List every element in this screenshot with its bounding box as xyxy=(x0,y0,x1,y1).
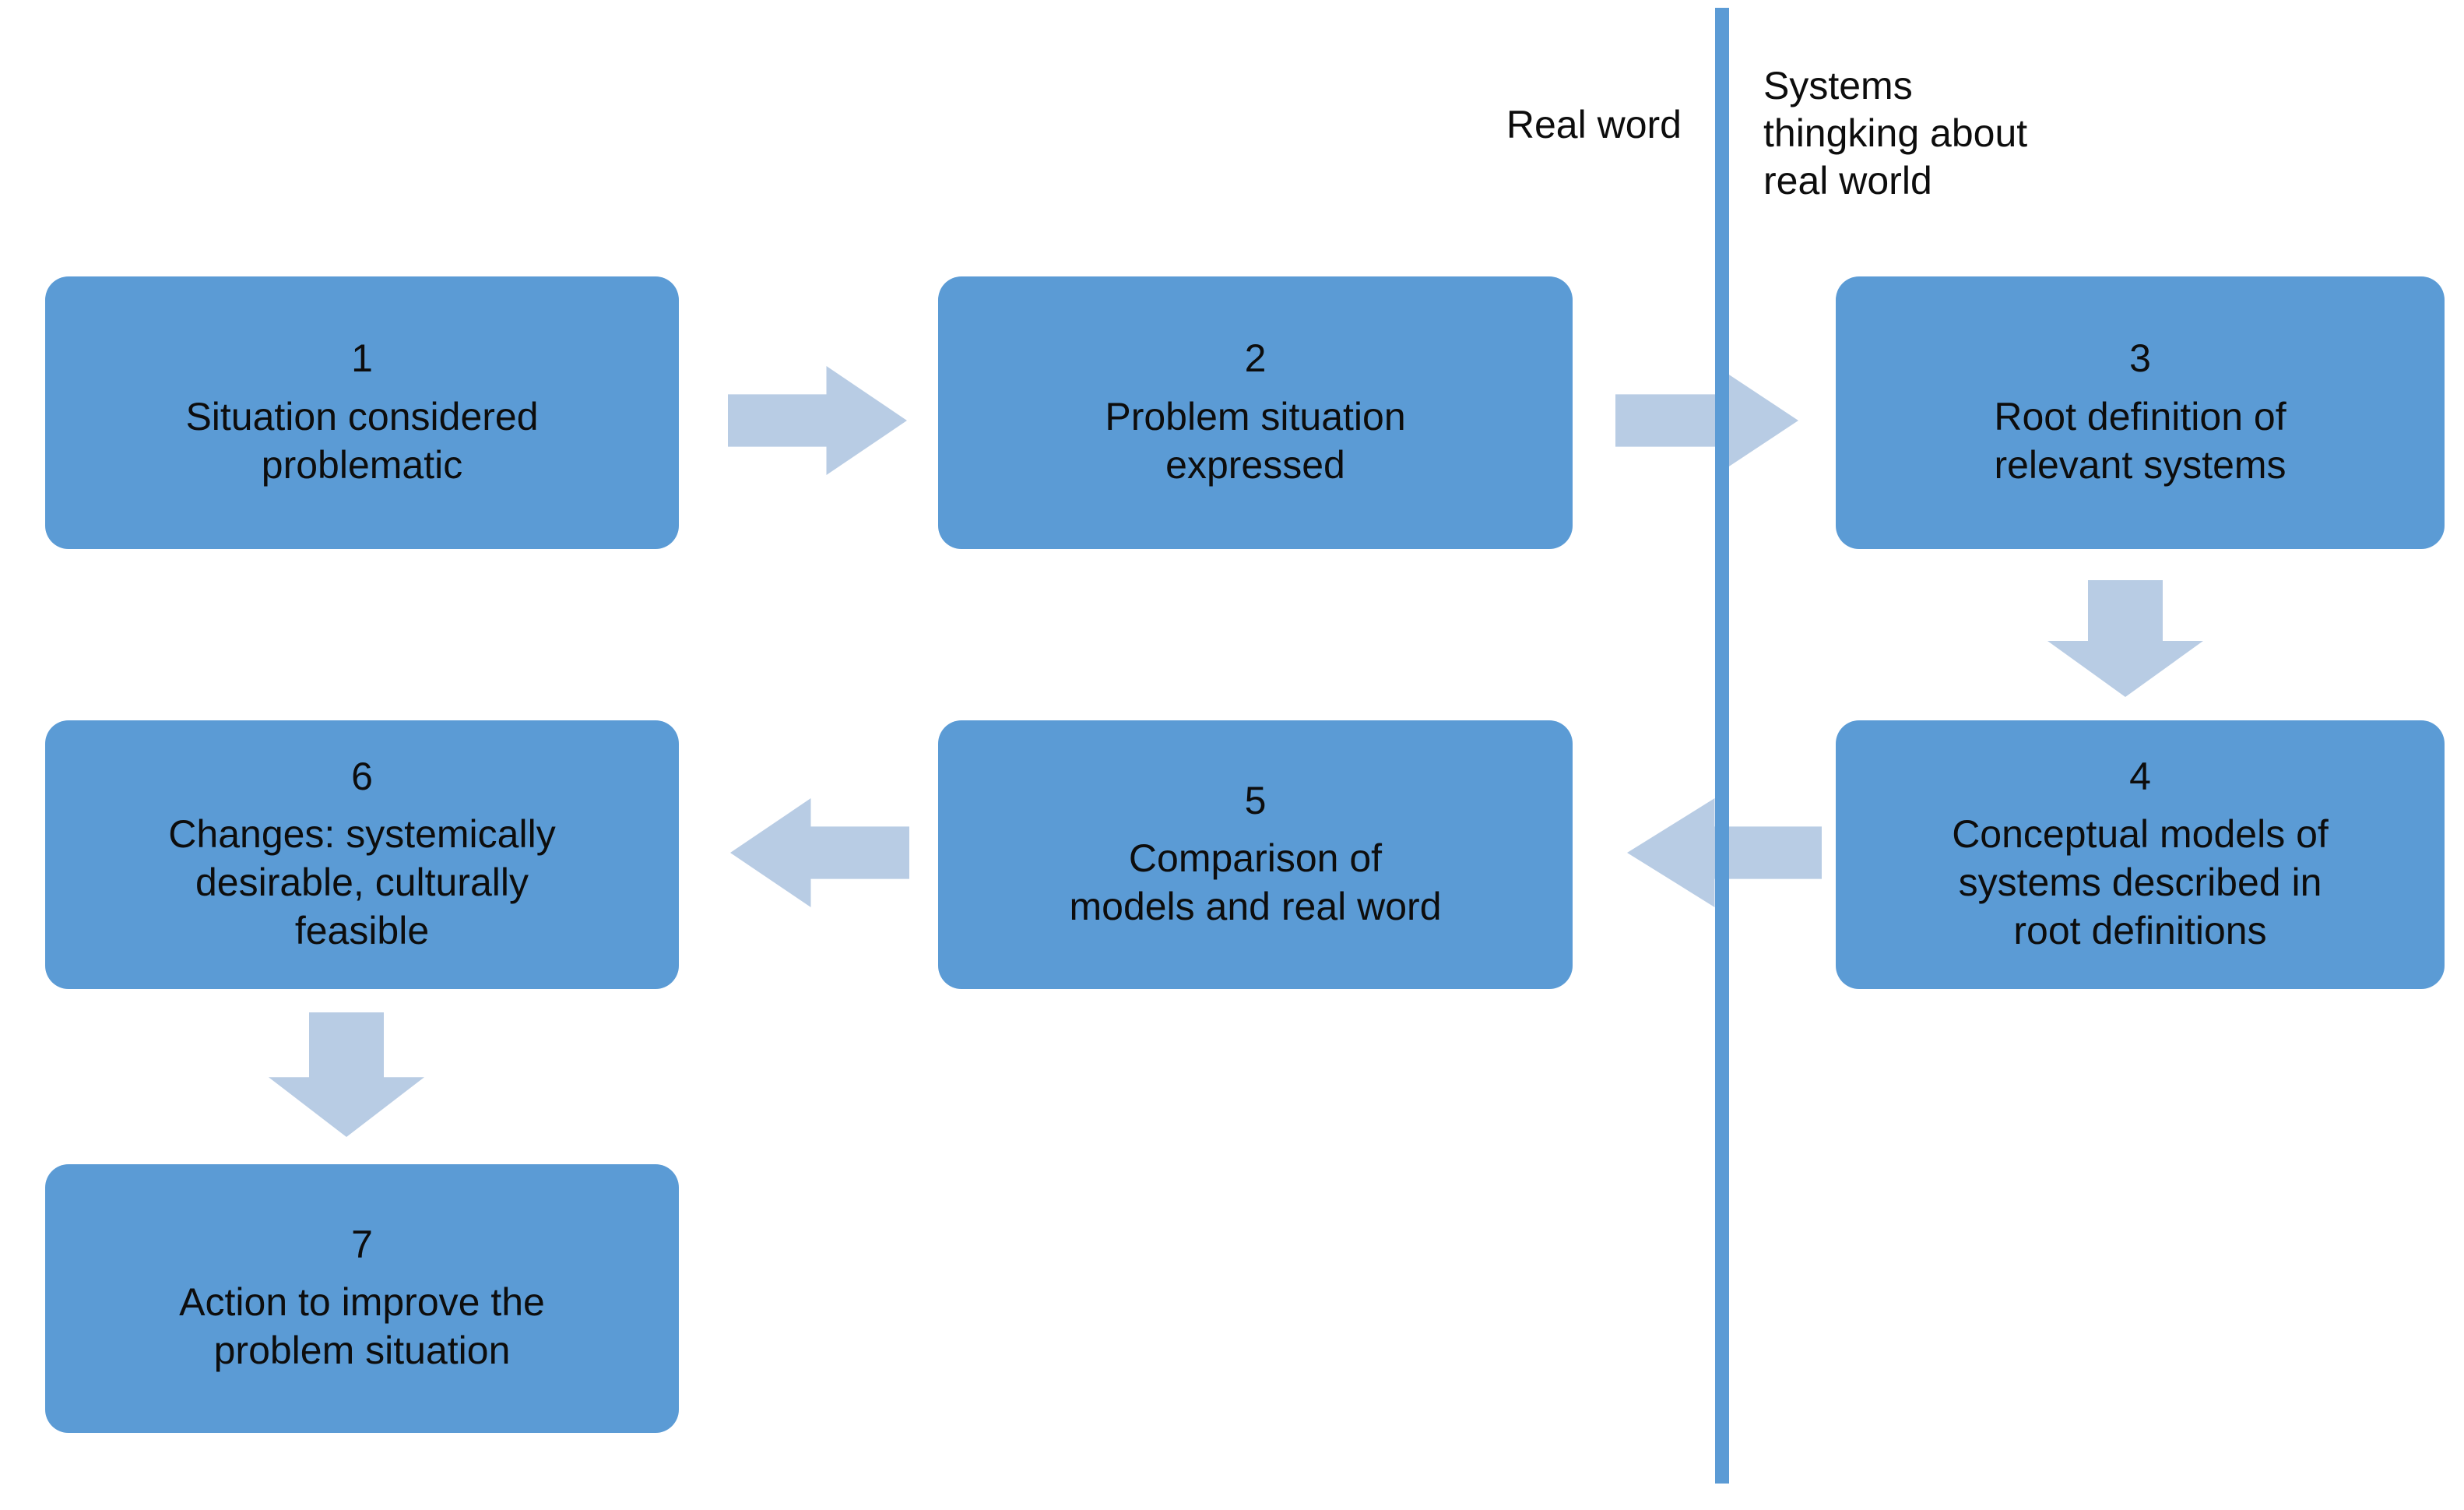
node-1-situation-considered-problematic[interactable]: 1 Situation considered problematic xyxy=(45,276,679,549)
node-2-problem-situation-expressed[interactable]: 2 Problem situation expressed xyxy=(938,276,1573,549)
node-5-number: 5 xyxy=(1244,778,1267,822)
node-4-label: Conceptual models of systems described i… xyxy=(1952,812,2329,953)
node-3-root-definition-of-relevant-systems[interactable]: 3 Root definition of relevant systems xyxy=(1836,276,2445,549)
arrow-node1-to-node2 xyxy=(728,366,907,475)
arrow-node2-to-node3 xyxy=(1615,366,1798,475)
node-4-number: 4 xyxy=(2129,754,2151,798)
zone-label-real-world: Real word xyxy=(1506,103,1682,146)
node-5-label: Comparison of models and real word xyxy=(1069,836,1442,929)
node-6-number: 6 xyxy=(351,754,373,798)
arrow-node5-to-node6 xyxy=(730,798,909,907)
node-6-label: Changes: systemically desirable, cultura… xyxy=(168,812,556,953)
node-3-number: 3 xyxy=(2129,336,2151,381)
node-7-action-to-improve-the-problem-situation[interactable]: 7 Action to improve the problem situatio… xyxy=(45,1164,679,1433)
node-2-number: 2 xyxy=(1244,336,1267,381)
arrow-node6-to-node7 xyxy=(269,1012,424,1137)
node-5-comparison-of-models-and-real-word[interactable]: 5 Comparison of models and real word xyxy=(938,720,1573,989)
node-7-number: 7 xyxy=(351,1222,373,1266)
node-1-label: Situation considered problematic xyxy=(185,394,539,487)
node-2-label: Problem situation expressed xyxy=(1105,394,1406,487)
node-7-label: Action to improve the problem situation xyxy=(179,1280,545,1373)
node-3-label: Root definition of relevant systems xyxy=(1994,394,2286,487)
real-world-systems-thinking-divider xyxy=(1715,8,1729,1484)
node-6-changes-systemically-desirable[interactable]: 6 Changes: systemically desirable, cultu… xyxy=(45,720,679,989)
arrow-node3-to-node4 xyxy=(2047,580,2203,697)
zone-label-systems-thinking: Systems thingking about real world xyxy=(1763,64,2028,202)
node-4-conceptual-models-of-systems[interactable]: 4 Conceptual models of systems described… xyxy=(1836,720,2445,989)
node-1-number: 1 xyxy=(351,336,373,381)
